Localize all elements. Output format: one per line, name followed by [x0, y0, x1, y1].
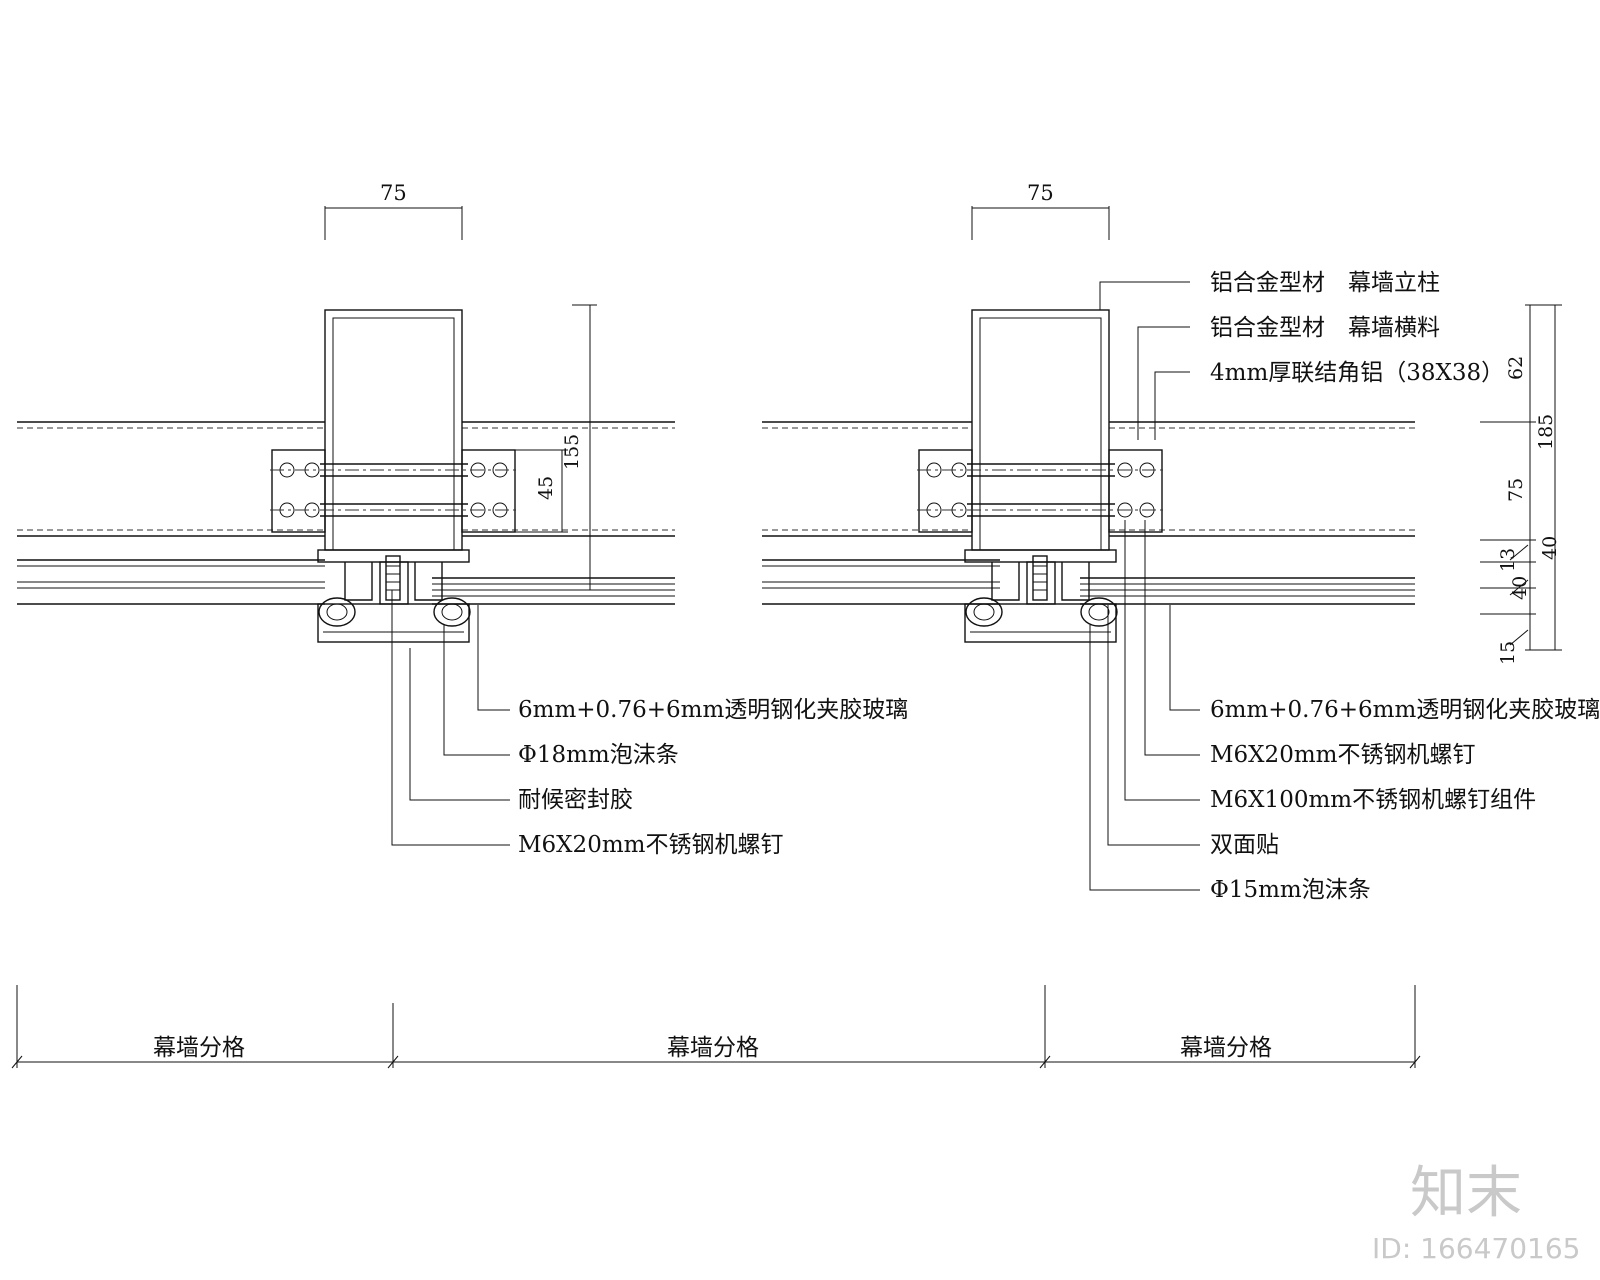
grid-label-3: 幕墙分格	[1180, 1035, 1272, 1061]
left-vertical-dimensions: 155 45	[510, 304, 597, 591]
left-label-sealant: 耐候密封胶	[518, 787, 633, 813]
right-width-dimension: 75	[971, 181, 1110, 240]
left-pressure-plate	[317, 549, 470, 643]
right-label-glass: 6mm+0.76+6mm透明钢化夹胶玻璃	[1210, 697, 1600, 723]
left-angle-left	[271, 449, 326, 533]
grid-dimension-row: 幕墙分格 幕墙分格 幕墙分格	[11, 985, 1421, 1069]
left-node: 75	[17, 181, 908, 858]
left-mullion	[324, 309, 463, 551]
left-leaders	[391, 590, 510, 846]
left-width-dimension: 75	[324, 181, 463, 240]
right-angle-right	[1108, 449, 1163, 533]
right-dim-40a: 40	[1539, 536, 1561, 560]
right-dim-40b: 40	[1509, 576, 1531, 600]
right-glass	[762, 559, 1415, 605]
right-upper-leaders	[1099, 281, 1190, 440]
right-label-screw20: M6X20mm不锈钢机螺钉	[1210, 742, 1475, 768]
right-width-text: 75	[1027, 181, 1054, 205]
left-label-screw: M6X20mm不锈钢机螺钉	[518, 832, 783, 858]
right-mullion	[971, 309, 1110, 551]
right-vertical-dimensions: 62 185 75 40 13 40 15	[1480, 304, 1562, 665]
right-pressure-plate	[964, 549, 1117, 643]
right-dim-15: 15	[1497, 641, 1519, 665]
left-seals	[318, 597, 471, 627]
left-width-text: 75	[380, 181, 407, 205]
right-label-angle: 4mm厚联结角铝（38X38）	[1210, 360, 1504, 386]
right-label-transom: 铝合金型材 幕墙横料	[1210, 315, 1440, 341]
right-label-mullion: 铝合金型材 幕墙立柱	[1210, 270, 1440, 296]
right-dim-185: 185	[1535, 414, 1557, 450]
right-label-screw100: M6X100mm不锈钢机螺钉组件	[1210, 787, 1536, 813]
grid-label-1: 幕墙分格	[153, 1035, 245, 1061]
watermark: 知末 ID: 166470165	[1372, 1161, 1580, 1265]
grid-label-2: 幕墙分格	[667, 1035, 759, 1061]
left-label-foam: Φ18mm泡沫条	[518, 742, 679, 768]
left-glass	[17, 559, 675, 605]
right-label-tape: 双面贴	[1210, 832, 1279, 858]
right-dim-75: 75	[1505, 478, 1527, 502]
right-lower-leaders	[1089, 520, 1200, 891]
right-through-bolts	[917, 463, 1165, 517]
right-seals	[965, 597, 1118, 627]
right-dim-62: 62	[1505, 356, 1527, 380]
right-node: 75	[762, 181, 1600, 903]
watermark-logo: 知末	[1410, 1161, 1522, 1226]
left-through-bolts	[270, 463, 518, 517]
watermark-id: ID: 166470165	[1372, 1232, 1580, 1265]
left-transom	[17, 421, 675, 537]
left-dim-155: 155	[561, 434, 583, 470]
right-angle-left	[918, 449, 973, 533]
right-dim-13: 13	[1497, 548, 1519, 572]
right-label-foam: Φ15mm泡沫条	[1210, 877, 1371, 903]
left-dim-45: 45	[535, 476, 557, 500]
left-label-glass: 6mm+0.76+6mm透明钢化夹胶玻璃	[518, 697, 908, 723]
left-angle-right	[461, 449, 516, 533]
right-transom	[762, 421, 1415, 537]
